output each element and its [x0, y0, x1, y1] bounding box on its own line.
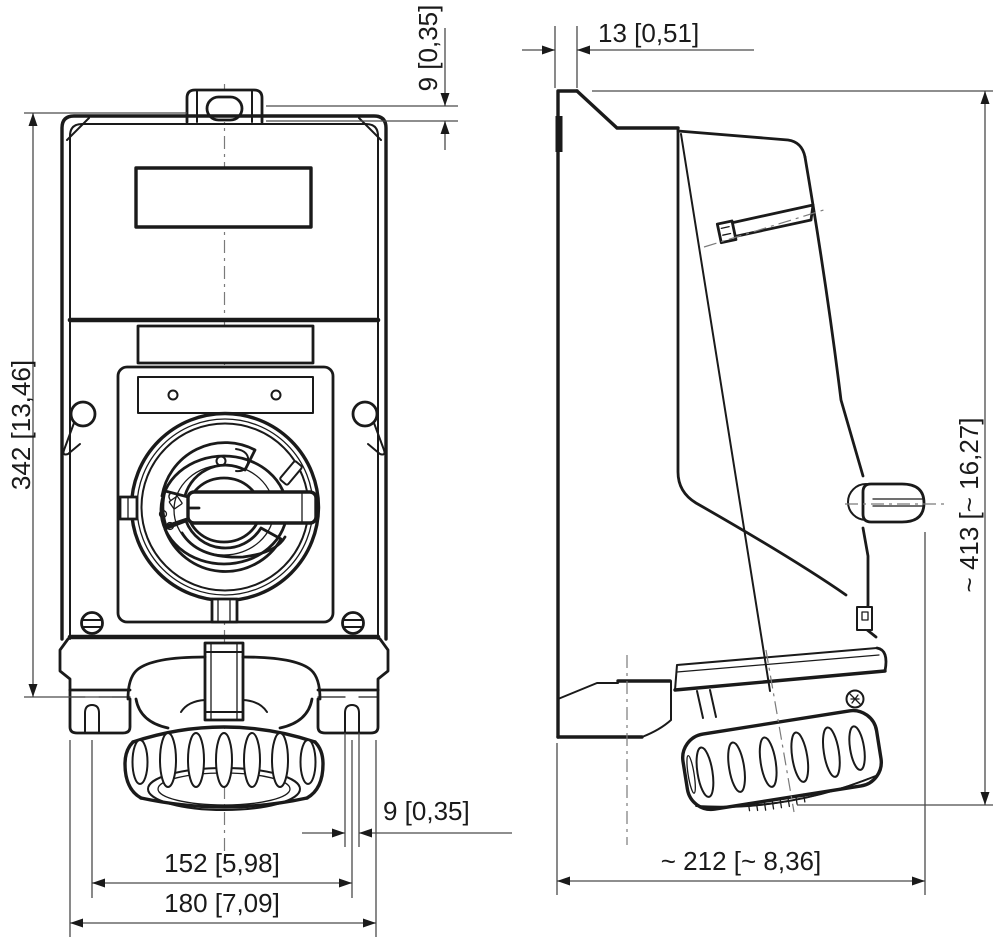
dim-label-overall-height: ~ 413 [~ 16,27]: [954, 418, 984, 593]
plate-screw-hole-left: [167, 389, 179, 401]
mounting-tab: [185, 88, 264, 124]
dimensions: 342 [13,46] 9 [0,35] 9 [0,35] 152 [5,98]: [6, 5, 993, 937]
dim-label-foot-slot: 9 [0,35]: [383, 796, 470, 826]
cover-latch: [845, 482, 947, 524]
dimension-overall-width: 180 [7,09]: [69, 740, 377, 937]
enclosure-body: [60, 114, 388, 641]
switch-position-mark: [279, 460, 303, 486]
dim-label-overall-width: 180 [7,09]: [164, 888, 280, 918]
dim-label-overall-depth: ~ 212 [~ 8,36]: [661, 846, 821, 876]
dimension-overall-height: ~ 413 [~ 16,27]: [592, 90, 993, 806]
plate-screw-hole-right: [270, 389, 282, 401]
dimension-overall-depth: ~ 212 [~ 8,36]: [556, 532, 926, 895]
socket-axis-centerline: [765, 649, 795, 813]
dim-label-mounting-height: 342 [13,46]: [6, 360, 36, 490]
grip-ring-front: [123, 725, 325, 811]
tab-keyhole-slot: [205, 95, 244, 122]
hinge-slot: [703, 203, 828, 248]
housing-profile: [676, 126, 865, 692]
foot-slot-left: [84, 704, 100, 734]
label-window: [134, 166, 313, 229]
socket-flange: [673, 646, 888, 719]
rotary-switch: [118, 411, 321, 624]
inner-window: [136, 324, 315, 365]
switch-handle: [186, 490, 318, 525]
cover-lower-edge: [856, 526, 878, 639]
front-view: [58, 84, 390, 860]
dim-label-fixing-centres: 152 [5,98]: [164, 848, 280, 878]
side-keyhole-right: [351, 400, 386, 456]
dimension-fixing-centres: 152 [5,98]: [91, 740, 353, 898]
corner-screw-right: [341, 611, 365, 635]
wall-plate: [555, 89, 680, 845]
grip-ring-side: [681, 708, 883, 812]
dim-label-tab-slot: 9 [0,35]: [413, 5, 443, 92]
dimension-mounting-height: 342 [13,46]: [6, 112, 187, 698]
dim-label-plate-thickness: 13 [0,51]: [598, 18, 699, 48]
corner-screw-left: [80, 611, 104, 635]
switch-tab-left: [118, 495, 139, 521]
flange-screw: [845, 689, 865, 709]
padlock-icon: [158, 492, 183, 531]
base-flange: [58, 634, 390, 735]
side-keyhole-left: [62, 400, 97, 456]
foot-slot-right: [344, 704, 360, 734]
side-view: [555, 89, 947, 845]
dimension-foot-slot: 9 [0,35]: [302, 733, 512, 847]
dimension-tab-slot: 9 [0,35]: [266, 5, 458, 150]
switch-tab-bottom: [210, 597, 239, 624]
dimension-plate-thickness: 13 [0,51]: [522, 18, 754, 88]
